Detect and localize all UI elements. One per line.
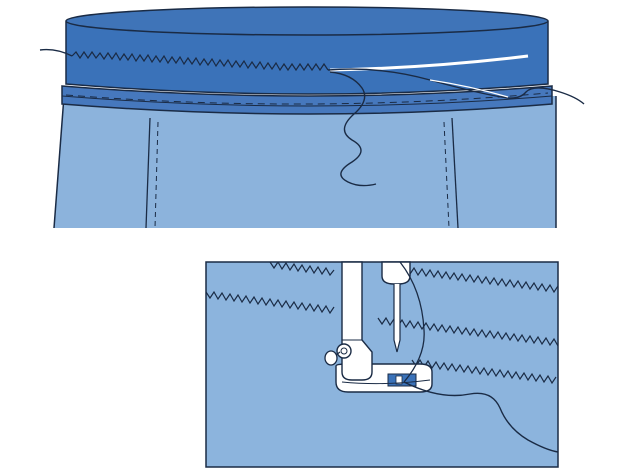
zigzag-stitch [71,50,329,72]
garment-illustration [39,6,585,229]
topstitch-line [65,92,549,105]
garment-body [54,96,556,228]
stitch-row-bottom [411,358,557,385]
left-seam [145,117,151,229]
stitch-row-top [269,262,335,277]
thread-left [39,48,73,57]
needle-thread [399,261,425,383]
screw-knob [324,350,338,366]
needle [393,284,401,353]
stitch-row-middle [206,290,335,315]
waistband [65,21,549,95]
thread-loose [329,71,377,187]
thread-right [327,68,585,105]
waistband-rim [65,6,549,36]
inset-detail [205,261,559,468]
waistband-bottom-band [61,85,553,115]
bobbin-thread [403,381,559,453]
needle-clamp [381,261,411,285]
right-seam [451,117,459,229]
